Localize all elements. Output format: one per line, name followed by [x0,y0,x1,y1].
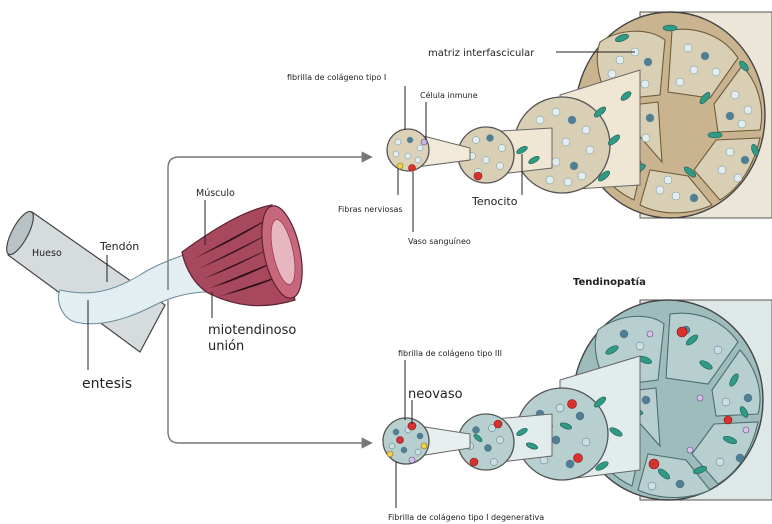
arrow-to-tendinopathy [168,300,370,443]
diseased-immune-cell [409,457,415,463]
diseased-nerve-fiber-2 [387,451,393,457]
diseased-nerve-fiber [421,443,427,449]
healthy-fibril-face [387,129,429,171]
label-fibrilla-degenerativa: Fibrilla de colágeno tipo I degenerativa [388,513,544,522]
label-celula-inmune: Célula inmune [420,90,478,100]
healthy-blood-vessel [409,165,416,172]
label-tenocito: Tenocito [471,195,518,208]
musculoskeletal-overview: Hueso Tendón entesis Músculo miotendinos… [2,188,310,392]
healthy-fiber-blood [474,172,482,180]
label-fibrilla-tipo-i: fibrilla de colágeno tipo I [287,73,386,82]
label-fibras-nerviosas: Fibras nerviosas [338,205,403,214]
label-tendon: Tendón [99,240,139,253]
label-hueso: Hueso [32,248,62,259]
label-musculo: Músculo [196,188,235,199]
label-matriz-interfascicular: matriz interfascicular [428,48,535,59]
label-miotendinoso-2: unión [208,339,244,354]
label-neovaso: neovaso [408,387,463,402]
label-entesis: entesis [82,376,132,392]
label-fibrilla-tipo-iii: fibrilla de colágeno tipo III [398,349,502,358]
healthy-tendon-hierarchy: fibrilla de colágeno tipo I Célula inmun… [287,12,772,246]
label-vaso-sanguineo: Vaso sanguíneo [408,237,471,246]
label-tendinopatia: Tendinopatía [573,276,646,288]
label-miotendinoso-1: miotendinoso [208,323,296,338]
tendinopathy-hierarchy: Tendinopatía [383,276,772,522]
diseased-fibril-blood [397,437,404,444]
